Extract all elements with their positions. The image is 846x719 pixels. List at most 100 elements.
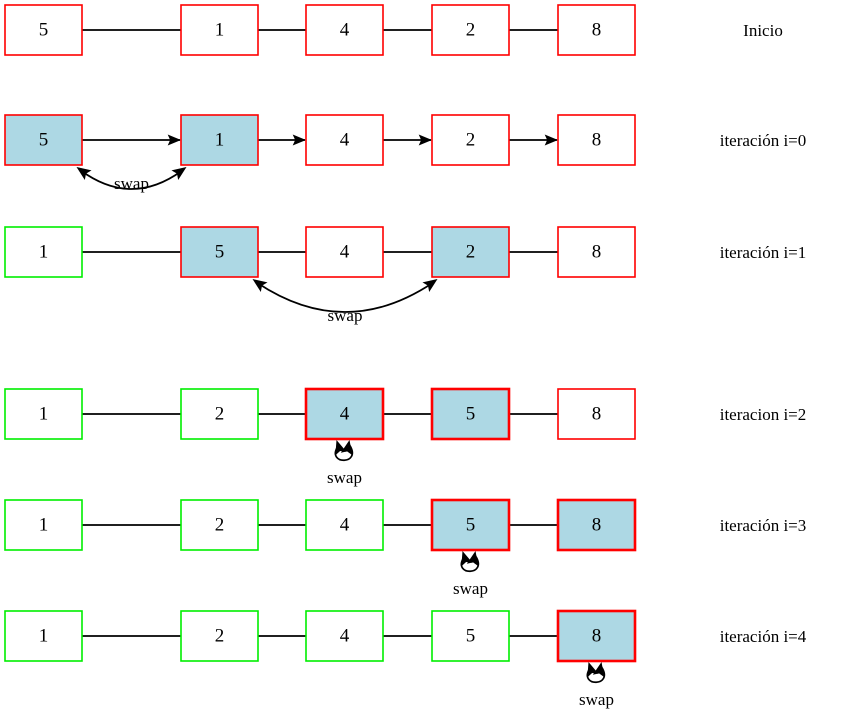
node-box[interactable]: 5 bbox=[180, 226, 259, 278]
swap-label: swap bbox=[327, 468, 362, 487]
node-value: 1 bbox=[215, 129, 225, 150]
row-0: 5 1 4 2 8 bbox=[4, 4, 636, 56]
node-box[interactable]: 8 bbox=[557, 388, 636, 440]
node-rect bbox=[305, 610, 384, 662]
node-value: 2 bbox=[215, 403, 225, 424]
node-value: 4 bbox=[340, 403, 350, 424]
swap-arrowhead-left bbox=[76, 167, 92, 180]
node-value: 4 bbox=[340, 19, 350, 40]
connector-arrowhead bbox=[167, 134, 181, 146]
swap-arrowhead-left bbox=[252, 279, 268, 292]
connector-arrowhead bbox=[544, 134, 558, 146]
node-box[interactable]: 2 bbox=[180, 610, 259, 662]
node-rect bbox=[430, 498, 511, 552]
node-rect bbox=[430, 387, 511, 441]
node-rect bbox=[556, 609, 637, 663]
node-value: 2 bbox=[215, 514, 225, 535]
node-box[interactable]: 2 bbox=[180, 499, 259, 551]
swap-arrowhead-right bbox=[171, 167, 187, 180]
node-rect bbox=[305, 4, 384, 56]
node-rect bbox=[180, 499, 259, 551]
node-rect bbox=[431, 4, 510, 56]
node-rect bbox=[557, 114, 636, 166]
swap-arrowhead-left bbox=[461, 551, 473, 567]
node-value: 1 bbox=[39, 625, 49, 646]
swap-label: swap bbox=[114, 174, 149, 193]
row-5: 1 2 4 5 8 swap bbox=[4, 609, 637, 709]
swap-arrowhead-left bbox=[587, 662, 599, 678]
swap-annotation: swap bbox=[76, 167, 187, 193]
node-value: 1 bbox=[39, 403, 49, 424]
node-box[interactable]: 8 bbox=[556, 609, 637, 663]
connector-2 bbox=[383, 134, 432, 146]
node-box[interactable]: 5 bbox=[4, 4, 83, 56]
swap-arc bbox=[81, 170, 182, 190]
connector-arrowhead bbox=[418, 134, 432, 146]
node-rect bbox=[4, 114, 83, 166]
node-box[interactable]: 1 bbox=[4, 610, 83, 662]
node-rect bbox=[180, 114, 259, 166]
node-box[interactable]: 8 bbox=[557, 114, 636, 166]
node-box[interactable]: 2 bbox=[431, 114, 510, 166]
node-rect bbox=[4, 226, 83, 278]
node-rect bbox=[4, 499, 83, 551]
node-box[interactable]: 5 bbox=[431, 610, 510, 662]
node-rect bbox=[4, 4, 83, 56]
connector-1 bbox=[258, 134, 306, 146]
node-value: 5 bbox=[215, 241, 225, 262]
node-box[interactable]: 4 bbox=[305, 610, 384, 662]
node-value: 5 bbox=[466, 514, 476, 535]
swap-label: swap bbox=[328, 306, 363, 325]
node-value: 2 bbox=[466, 241, 476, 262]
node-box[interactable]: 5 bbox=[4, 114, 83, 166]
node-value: 2 bbox=[466, 129, 476, 150]
connector-0 bbox=[82, 134, 181, 146]
node-box[interactable]: 4 bbox=[304, 387, 385, 441]
node-box[interactable]: 8 bbox=[556, 498, 637, 552]
node-box[interactable]: 1 bbox=[4, 226, 83, 278]
swap-arrowhead-left bbox=[335, 440, 347, 456]
node-rect bbox=[431, 114, 510, 166]
node-box[interactable]: 4 bbox=[305, 114, 384, 166]
row-4: 1 2 4 5 8 swap bbox=[4, 498, 637, 598]
node-box[interactable]: 1 bbox=[180, 114, 259, 166]
node-box[interactable]: 5 bbox=[430, 387, 511, 441]
node-box[interactable]: 4 bbox=[305, 4, 384, 56]
node-box[interactable]: 5 bbox=[430, 498, 511, 552]
node-box[interactable]: 2 bbox=[431, 4, 510, 56]
node-value: 8 bbox=[592, 241, 602, 262]
swap-label: swap bbox=[579, 690, 614, 709]
node-rect bbox=[431, 226, 510, 278]
node-value: 8 bbox=[592, 514, 602, 535]
node-value: 4 bbox=[340, 625, 350, 646]
node-value: 8 bbox=[592, 625, 602, 646]
row-1: 5 1 4 2 8 swap bbox=[4, 114, 636, 193]
node-rect bbox=[305, 114, 384, 166]
row-caption: iteracion i=2 bbox=[720, 405, 807, 424]
node-rect bbox=[557, 226, 636, 278]
node-rect bbox=[557, 388, 636, 440]
node-rect bbox=[557, 4, 636, 56]
node-box[interactable]: 1 bbox=[4, 499, 83, 551]
node-box[interactable]: 1 bbox=[4, 388, 83, 440]
node-box[interactable]: 1 bbox=[180, 4, 259, 56]
swap-annotation: swap bbox=[453, 551, 488, 598]
node-rect bbox=[4, 610, 83, 662]
row-caption: iteración i=4 bbox=[720, 627, 807, 646]
node-rect bbox=[180, 226, 259, 278]
row-caption: iteración i=0 bbox=[720, 131, 807, 150]
node-value: 8 bbox=[592, 19, 602, 40]
node-box[interactable]: 8 bbox=[557, 4, 636, 56]
node-box[interactable]: 2 bbox=[180, 388, 259, 440]
node-box[interactable]: 8 bbox=[557, 226, 636, 278]
swap-label: swap bbox=[453, 579, 488, 598]
node-box[interactable]: 4 bbox=[305, 226, 384, 278]
node-box[interactable]: 2 bbox=[431, 226, 510, 278]
node-box[interactable]: 4 bbox=[305, 499, 384, 551]
node-value: 1 bbox=[215, 19, 225, 40]
node-value: 4 bbox=[340, 241, 350, 262]
connector-3 bbox=[509, 134, 558, 146]
